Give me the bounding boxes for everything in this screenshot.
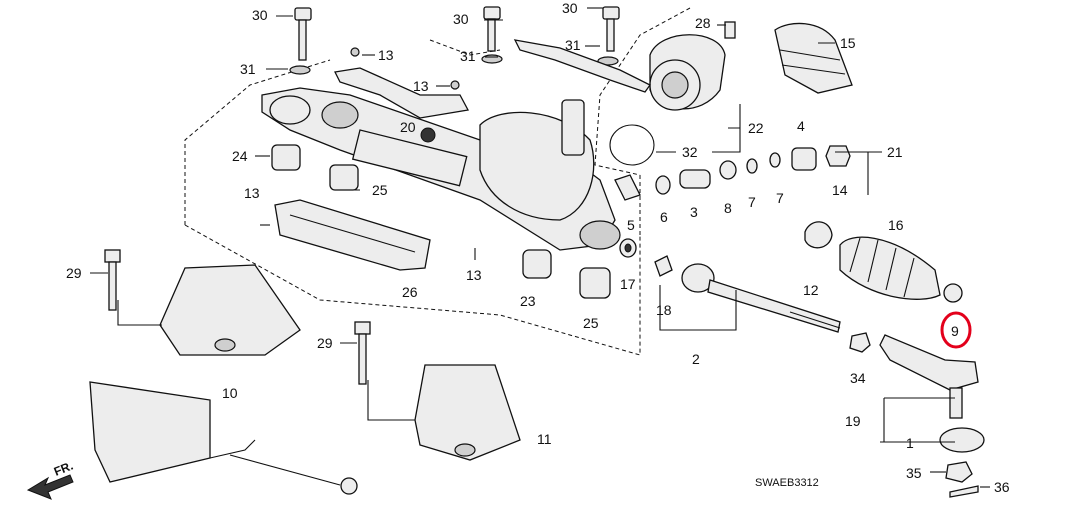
nut-34-icon xyxy=(849,332,871,353)
callout-19: 19 xyxy=(845,413,861,429)
bracket-31-rail-icon xyxy=(513,39,651,93)
callout-6: 6 xyxy=(660,209,668,225)
callout-20: 20 xyxy=(400,119,416,135)
callout-25-left: 25 xyxy=(372,182,388,198)
leader-lines xyxy=(90,7,990,488)
bracket-20-icon xyxy=(334,47,469,119)
clip-9-icon xyxy=(943,283,963,303)
mount-10-icon xyxy=(104,249,301,356)
callout-34: 34 xyxy=(850,370,866,386)
callout-13-bracket: 13 xyxy=(413,78,429,94)
callout-26: 26 xyxy=(402,284,418,300)
callout-9: 9 xyxy=(951,323,959,339)
callout-13-top: 13 xyxy=(378,47,394,63)
bushing-25-left-icon xyxy=(329,164,359,191)
callout-23: 23 xyxy=(520,293,536,309)
callout-17: 17 xyxy=(620,276,636,292)
callout-1: 1 xyxy=(906,435,914,451)
o-ring-32-icon xyxy=(609,124,655,166)
small-parts-row-icon xyxy=(614,145,851,201)
cover-26-icon xyxy=(274,199,431,271)
bolt-30-right-icon xyxy=(597,6,620,66)
mount-11-icon xyxy=(354,321,521,461)
callout-13-bottom: 13 xyxy=(466,267,482,283)
callout-29-center: 29 xyxy=(317,335,333,351)
bushing-23-icon xyxy=(522,249,552,279)
callout-30-right: 30 xyxy=(562,0,578,16)
callout-7-first: 7 xyxy=(748,194,756,210)
tie-rod-2-icon xyxy=(654,255,841,333)
callout-22: 22 xyxy=(748,120,764,136)
washer-17-icon xyxy=(619,238,637,258)
front-arrow-icon xyxy=(26,474,74,500)
boot-16-icon xyxy=(839,236,941,300)
callout-25-right: 25 xyxy=(583,315,599,331)
bolt-30-center-icon xyxy=(481,6,503,64)
callout-13-left: 13 xyxy=(244,185,260,201)
callout-5: 5 xyxy=(627,217,635,233)
shield-icon xyxy=(89,381,256,483)
tie-rod-end-19-icon xyxy=(879,334,985,498)
callout-14: 14 xyxy=(832,182,848,198)
motor-22-icon xyxy=(649,21,736,111)
boot-15-icon xyxy=(774,22,853,94)
callout-12: 12 xyxy=(803,282,819,298)
callout-31-right: 31 xyxy=(565,37,581,53)
callout-24: 24 xyxy=(232,148,248,164)
direction-label: FR. xyxy=(52,459,75,479)
callout-36: 36 xyxy=(994,479,1010,495)
callout-15: 15 xyxy=(840,35,856,51)
highlight-9-circle xyxy=(940,311,972,349)
callout-16: 16 xyxy=(888,217,904,233)
callout-labels: 30 31 30 31 30 31 13 13 13 13 28 15 20 2… xyxy=(52,0,1010,495)
callout-21: 21 xyxy=(887,144,903,160)
callout-18: 18 xyxy=(656,302,672,318)
callout-3: 3 xyxy=(690,204,698,220)
bolt-30-left-icon xyxy=(289,7,312,75)
callout-29-left: 29 xyxy=(66,265,82,281)
callout-32: 32 xyxy=(682,144,698,160)
callout-30-center: 30 xyxy=(453,11,469,27)
bushing-25-right-icon xyxy=(579,267,611,299)
callout-2: 2 xyxy=(692,351,700,367)
callout-7-second: 7 xyxy=(776,190,784,206)
callout-10: 10 xyxy=(222,385,238,401)
callout-8: 8 xyxy=(724,200,732,216)
callout-35: 35 xyxy=(906,465,922,481)
assembly-outline xyxy=(184,7,691,356)
bolt-lower-icon xyxy=(340,477,358,495)
callout-31-left: 31 xyxy=(240,61,256,77)
diagram-code: SWAEB3312 xyxy=(755,477,819,489)
clamp-12-icon xyxy=(804,221,833,249)
callout-28: 28 xyxy=(695,15,711,31)
callout-31-center: 31 xyxy=(460,48,476,64)
callout-30-left: 30 xyxy=(252,7,268,23)
bushing-24-icon xyxy=(271,144,301,171)
callout-4: 4 xyxy=(797,118,805,134)
callout-11: 11 xyxy=(537,431,552,447)
steering-rack-icon xyxy=(261,87,621,251)
